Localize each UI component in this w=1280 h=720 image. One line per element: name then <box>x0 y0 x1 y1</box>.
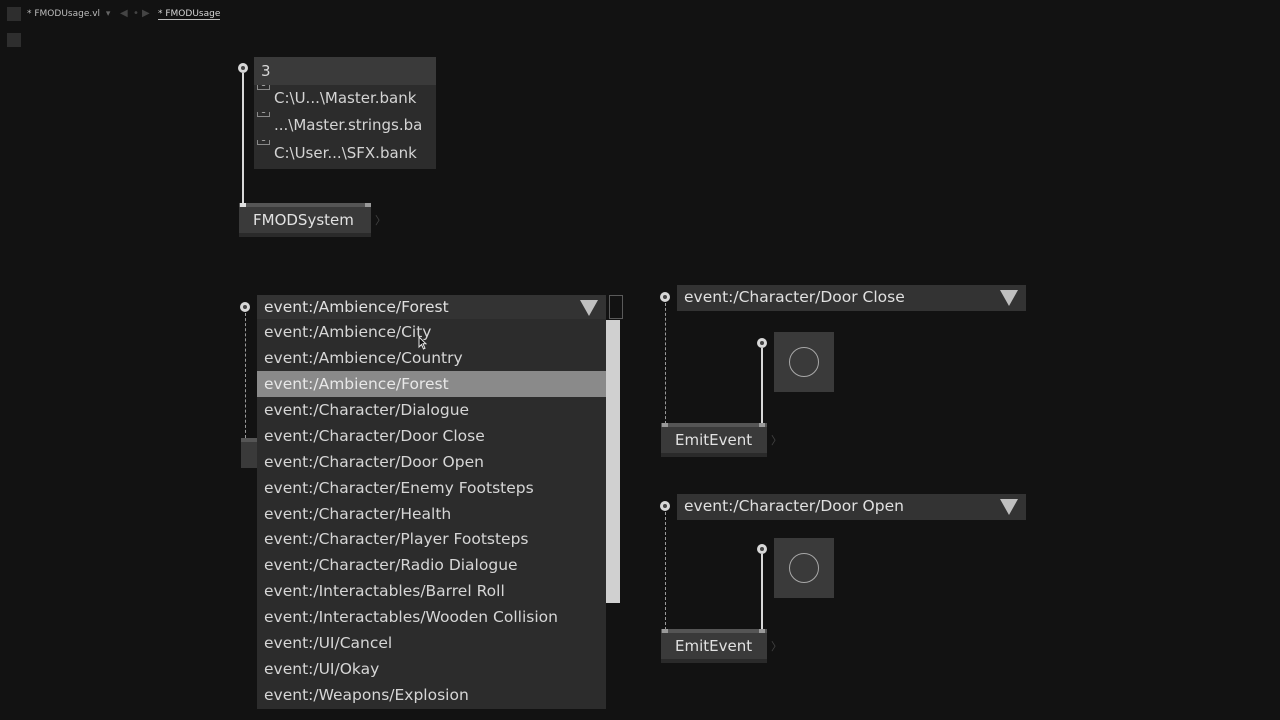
output-pin-icon[interactable] <box>757 338 767 348</box>
emit-event-node[interactable]: EmitEvent <box>661 423 767 457</box>
node-bottom-bar <box>661 659 767 663</box>
chevron-right-icon: 〉 <box>771 434 782 447</box>
triangle-down-icon[interactable] <box>1000 290 1018 306</box>
dropdown-option[interactable]: event:/UI/Cancel <box>264 634 393 652</box>
input-pin[interactable] <box>759 629 765 633</box>
link-line <box>761 554 763 630</box>
dropdown-option[interactable]: event:/Interactables/Barrel Roll <box>264 582 505 600</box>
file-icon <box>7 7 21 21</box>
triangle-down-icon[interactable] <box>580 300 598 316</box>
bang-button[interactable] <box>774 538 834 598</box>
link-line <box>665 303 666 424</box>
enum-value: event:/Character/Door Open <box>684 497 904 515</box>
event-enum-box[interactable]: event:/Ambience/Forest <box>257 295 606 321</box>
dropdown-option[interactable]: event:/Interactables/Wooden Collision <box>264 608 558 626</box>
link-line <box>245 313 246 438</box>
output-pin-icon[interactable] <box>660 501 670 511</box>
index-badge: 0 <box>257 140 270 145</box>
input-pin[interactable] <box>662 423 668 427</box>
link-line <box>761 348 763 424</box>
node-label: FMODSystem <box>239 207 371 233</box>
link-line <box>665 512 666 630</box>
dropdown-option[interactable]: event:/Character/Enemy Footsteps <box>264 479 534 497</box>
back-arrow-icon[interactable]: ◀ <box>120 8 128 19</box>
file-tab-label: * FMODUsage.vl <box>27 9 101 19</box>
output-pin-icon[interactable] <box>238 63 248 73</box>
file-tab[interactable]: * FMODUsage.vl ▾ <box>27 9 110 19</box>
circle-icon <box>789 347 819 377</box>
bank-path[interactable]: C:\U...\Master.bank <box>274 89 417 107</box>
patch-icon <box>7 33 21 47</box>
index-badge: 0 <box>257 85 270 90</box>
forward-arrow-icon[interactable]: ▶ <box>142 8 150 19</box>
door-open-enum-box[interactable]: event:/Character/Door Open <box>677 494 1026 520</box>
link-line <box>242 73 244 207</box>
dropdown-scrollbar[interactable] <box>606 320 620 603</box>
dropdown-option[interactable]: event:/Character/Door Close <box>264 427 485 445</box>
node-label: EmitEvent <box>661 427 767 453</box>
hidden-node-top <box>241 438 257 442</box>
breadcrumb[interactable]: * FMODUsage <box>158 9 221 20</box>
node-bottom-bar <box>661 453 767 457</box>
node-top-bar <box>239 203 371 207</box>
bang-button[interactable] <box>774 332 834 392</box>
dropdown-option[interactable]: event:/Character/Player Footsteps <box>264 530 529 548</box>
chevron-right-icon: 〉 <box>375 214 386 227</box>
circle-icon <box>789 553 819 583</box>
triangle-down-icon[interactable] <box>1000 499 1018 515</box>
enum-side-box[interactable] <box>609 295 623 319</box>
node-top-bar <box>661 629 767 633</box>
input-pin[interactable] <box>662 629 668 633</box>
emit-event-node[interactable]: EmitEvent <box>661 629 767 663</box>
list-item[interactable]: 0C:\U...\Master.bank <box>254 85 434 112</box>
tab-chevron-down-icon[interactable]: ▾ <box>105 9 111 19</box>
output-pin-icon[interactable] <box>757 544 767 554</box>
enum-value: event:/Character/Door Close <box>684 288 905 306</box>
fmod-system-node[interactable]: FMODSystem <box>239 203 371 237</box>
dropdown-option[interactable]: event:/Character/Radio Dialogue <box>264 556 518 574</box>
output-pin-icon[interactable] <box>240 302 250 312</box>
list-item[interactable]: 0 ...\Master.strings.ba <box>254 112 434 139</box>
node-top-bar <box>661 423 767 427</box>
node-label: EmitEvent <box>661 633 767 659</box>
dropdown-option[interactable]: event:/Ambience/Country <box>264 349 463 367</box>
index-badge: 0 <box>257 112 270 117</box>
dropdown-option[interactable]: event:/Character/Dialogue <box>264 401 470 419</box>
chevron-right-icon: 〉 <box>771 640 782 653</box>
mouse-cursor-icon <box>418 336 427 350</box>
list-item[interactable]: 0C:\User...\SFX.bank <box>254 140 434 167</box>
event-dropdown-list[interactable]: event:/Ambience/City event:/Ambience/Cou… <box>257 319 606 709</box>
enum-value: event:/Ambience/Forest <box>264 298 449 316</box>
dropdown-option-selected[interactable]: event:/Ambience/Forest <box>257 371 606 397</box>
separator-dot-icon: • <box>133 8 139 19</box>
bank-path[interactable]: ...\Master.strings.ba <box>274 116 423 134</box>
spread-count[interactable]: 3 <box>261 62 271 80</box>
dropdown-option[interactable]: event:/Weapons/Explosion <box>264 686 469 704</box>
input-pin[interactable] <box>759 423 765 427</box>
output-pin-icon[interactable] <box>660 292 670 302</box>
dropdown-option[interactable]: event:/Character/Door Open <box>264 453 484 471</box>
input-pin[interactable] <box>365 203 371 207</box>
spread-header: 3 <box>254 57 436 85</box>
bank-list-spread[interactable]: 3 0C:\U...\Master.bank 0...\Master.strin… <box>254 57 436 169</box>
dropdown-option[interactable]: event:/Ambience/City <box>264 323 432 341</box>
bank-path[interactable]: C:\User...\SFX.bank <box>274 144 417 162</box>
dropdown-option[interactable]: event:/Character/Health <box>264 505 452 523</box>
door-close-enum-box[interactable]: event:/Character/Door Close <box>677 285 1026 311</box>
node-bottom-bar <box>239 233 371 237</box>
input-pin[interactable] <box>240 203 246 207</box>
hidden-node[interactable] <box>241 442 257 468</box>
dropdown-option[interactable]: event:/UI/Okay <box>264 660 380 678</box>
